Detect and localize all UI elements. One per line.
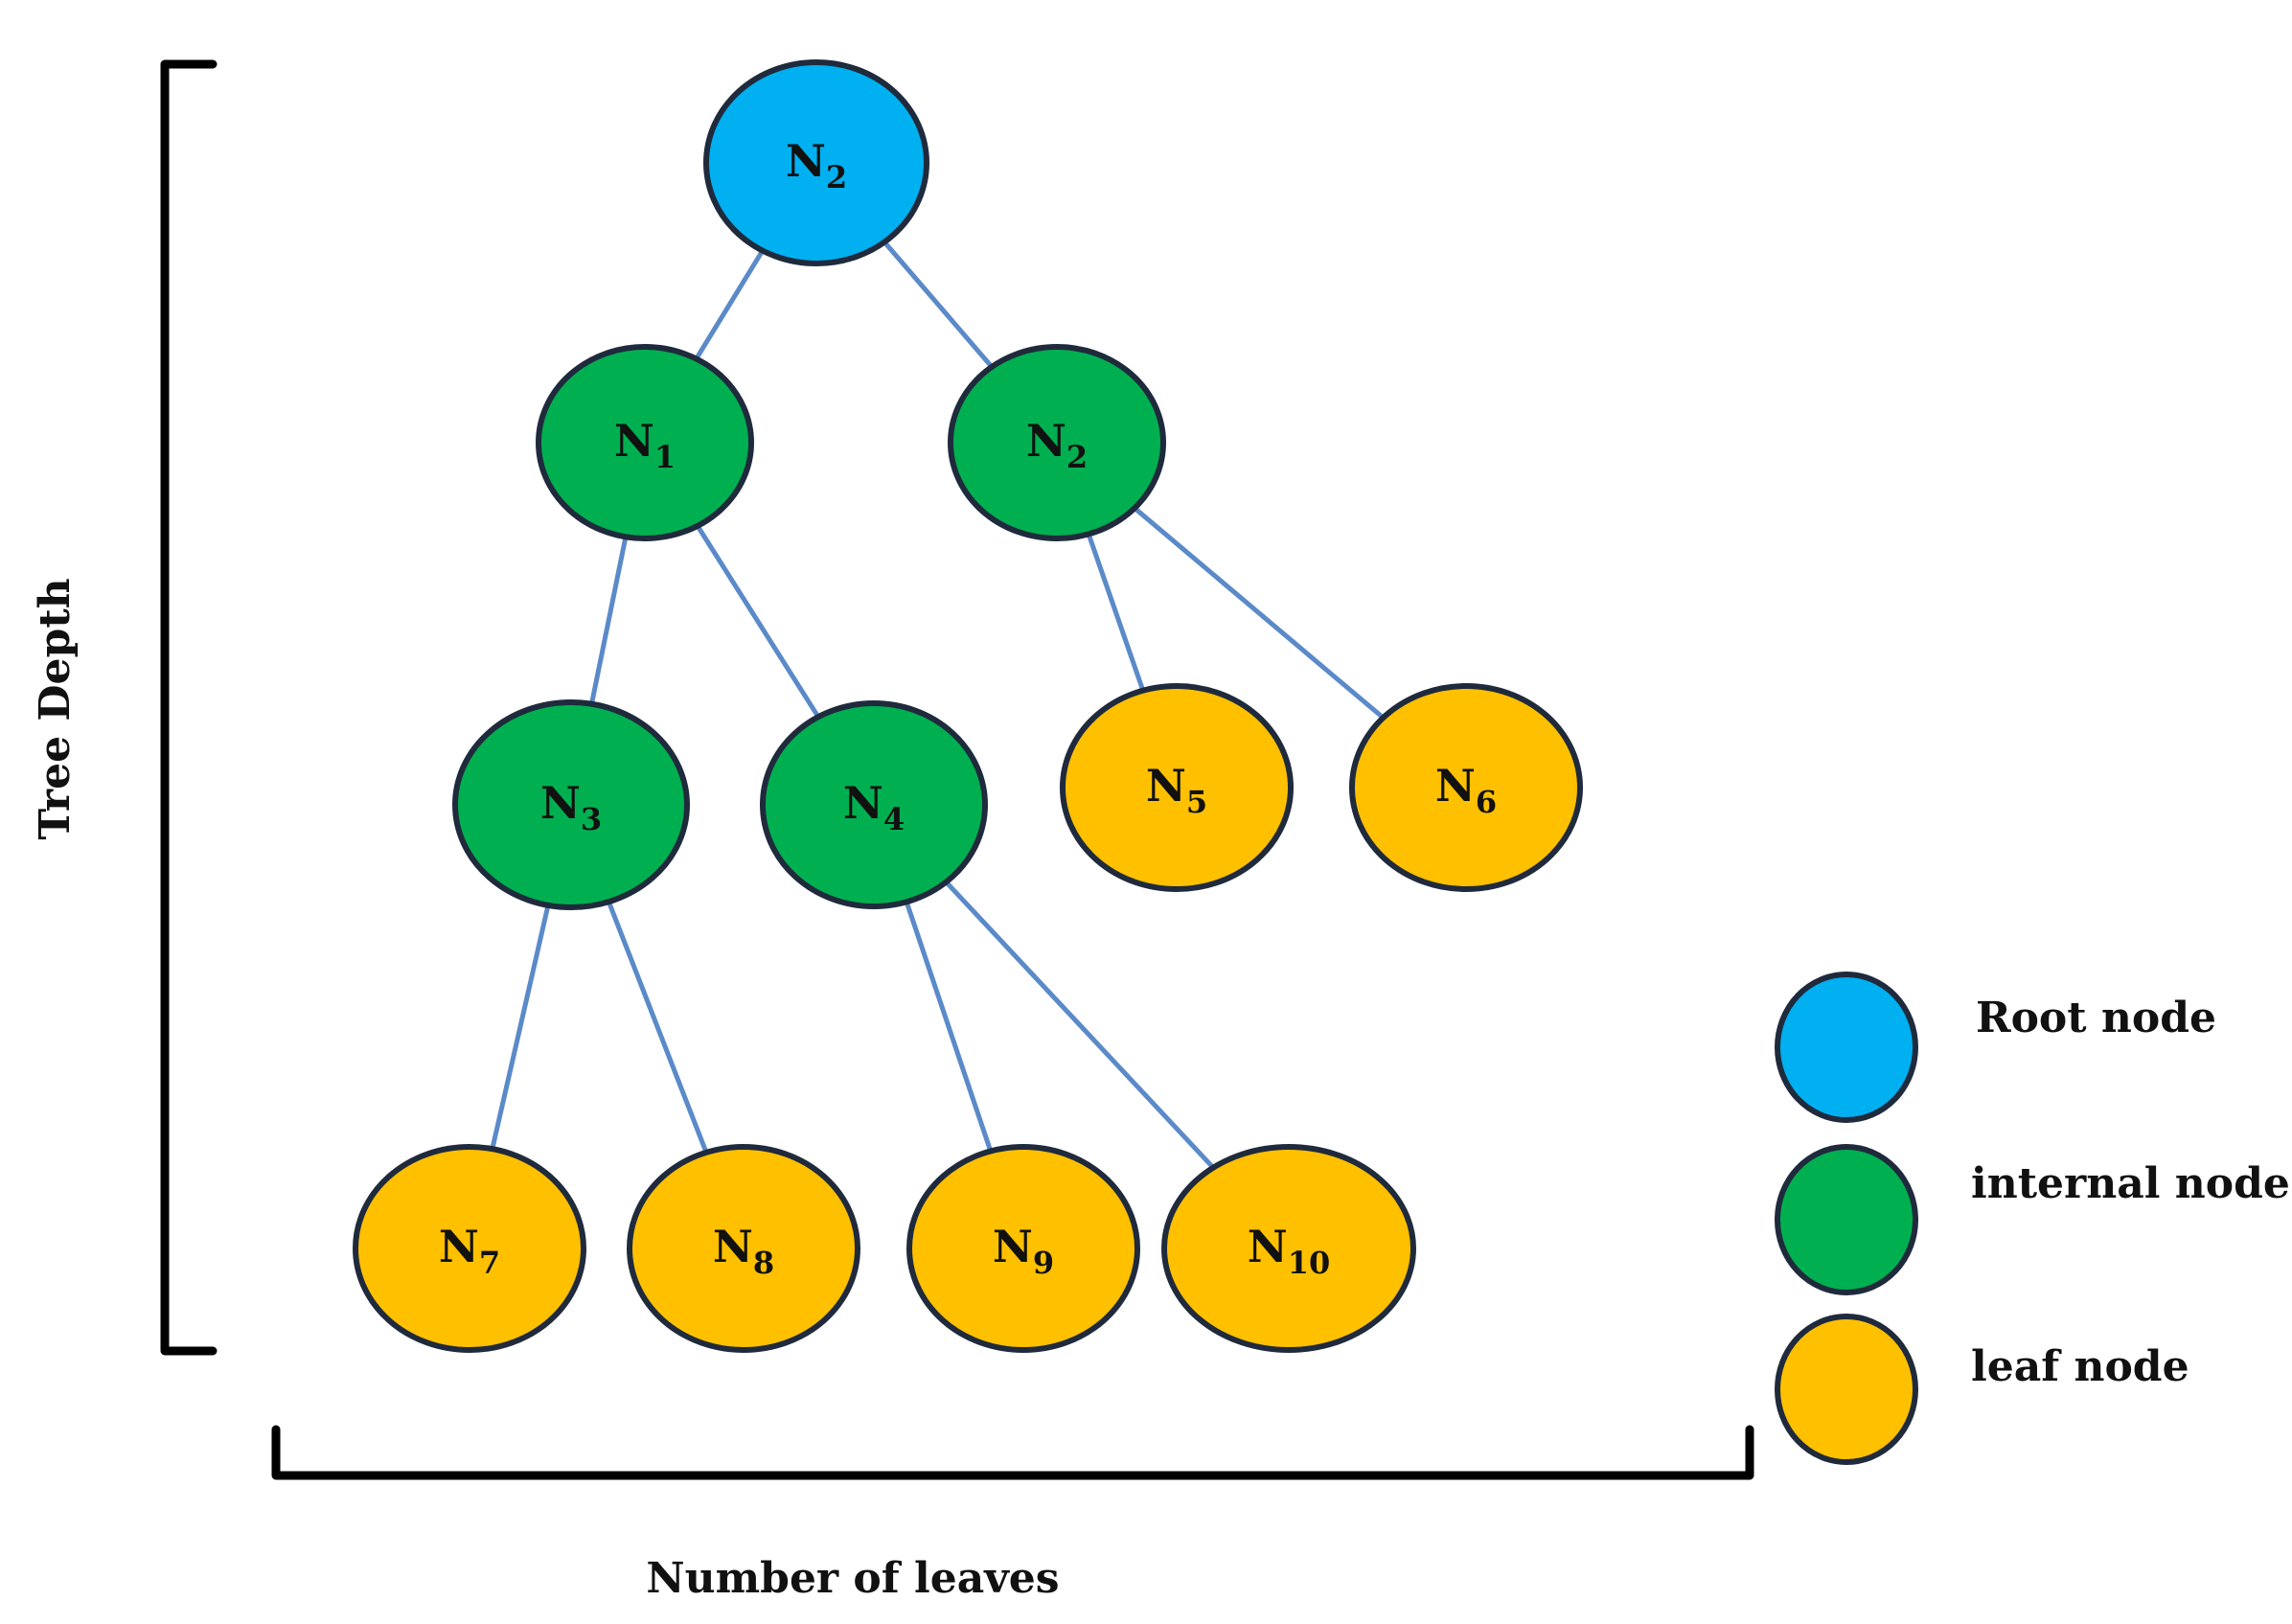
edge-n2-n6	[1133, 506, 1386, 721]
node-n5-subscript: 5	[1186, 784, 1207, 820]
node-n7-subscript: 7	[479, 1245, 500, 1281]
legend-internal-swatch	[1775, 1144, 1918, 1295]
node-n5-shape	[1060, 683, 1294, 892]
node-n1-label: N1	[614, 415, 676, 475]
node-n3-subscript: 3	[581, 801, 602, 837]
legend-leaf-swatch	[1775, 1314, 1918, 1465]
node-n9-label: N9	[993, 1221, 1054, 1281]
node-n4-shape	[760, 700, 988, 909]
legend-internal-label: internal node	[1971, 1159, 2290, 1208]
edge-n4-n10	[944, 880, 1215, 1170]
node-n2: N2	[948, 344, 1166, 541]
edge-n1-n4	[695, 524, 821, 719]
node-n7-shape	[353, 1144, 586, 1353]
node-n4-label: N4	[843, 777, 905, 837]
edge-n2-n5	[1086, 533, 1146, 692]
node-n4-subscript: 4	[883, 801, 905, 837]
node-n1-subscript: 1	[654, 439, 676, 475]
node-n6-subscript: 6	[1476, 784, 1497, 820]
node-n10: N10	[1161, 1144, 1416, 1353]
number-of-leaves-bracket	[271, 1425, 1754, 1480]
node-n9-subscript: 9	[1033, 1245, 1054, 1281]
node-n6-shape	[1349, 683, 1583, 892]
node-n8: N8	[627, 1144, 860, 1353]
legend: Root node internal node leaf node	[1775, 972, 2290, 1465]
node-n8-shape	[627, 1144, 860, 1353]
legend-leaf-label: leaf node	[1971, 1342, 2189, 1391]
number-of-leaves-label: Number of leaves	[646, 1554, 1059, 1603]
node-n5-label: N5	[1146, 760, 1207, 820]
tree-depth-label: Tree Depth	[31, 578, 80, 839]
edge-n3-n7	[490, 904, 551, 1150]
node-root: N2	[703, 59, 929, 266]
node-n2-label: N2	[1026, 415, 1088, 475]
node-n7-label: N7	[439, 1221, 500, 1281]
node-n10-subscript: 10	[1288, 1245, 1331, 1281]
edge-n1-n3	[589, 536, 629, 705]
node-n3-shape	[452, 699, 690, 910]
legend-root-label: Root node	[1976, 994, 2216, 1042]
edges-layer	[490, 240, 1386, 1170]
edge-n4-n9	[904, 901, 994, 1153]
node-n9: N9	[906, 1144, 1140, 1353]
node-n3-label: N3	[540, 777, 602, 837]
node-root-subscript: 2	[826, 159, 847, 195]
tree-depth-bracket	[160, 59, 218, 1356]
legend-root-swatch	[1775, 972, 1918, 1123]
edge-n3-n8	[607, 901, 709, 1154]
edge-root-n2	[882, 240, 994, 369]
node-n8-subscript: 8	[753, 1245, 774, 1281]
node-n3: N3	[452, 699, 690, 910]
node-n6-label: N6	[1435, 760, 1497, 820]
node-n7: N7	[353, 1144, 586, 1353]
node-n10-label: N10	[1248, 1221, 1331, 1281]
node-n1-shape	[536, 344, 754, 541]
node-n8-label: N8	[713, 1221, 774, 1281]
node-n1: N1	[536, 344, 754, 541]
node-n4: N4	[760, 700, 988, 909]
node-n5: N5	[1060, 683, 1294, 892]
node-n2-subscript: 2	[1066, 439, 1088, 475]
node-n2-shape	[948, 344, 1166, 541]
node-root-label: N2	[786, 135, 847, 195]
node-root-shape	[703, 59, 929, 266]
node-n6: N6	[1349, 683, 1583, 892]
edge-root-n1	[694, 249, 765, 360]
node-n9-shape	[906, 1144, 1140, 1353]
node-n10-shape	[1161, 1144, 1416, 1353]
